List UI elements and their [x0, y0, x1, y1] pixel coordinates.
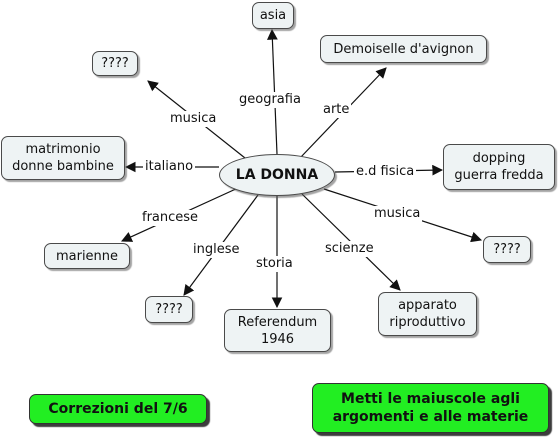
node-demoiselle[interactable]: Demoiselle d'avignon [320, 35, 487, 63]
node-marienne[interactable]: marienne [44, 243, 130, 269]
note-correzioni[interactable]: Correzioni del 7/6 [29, 394, 207, 424]
link-label-geografia: geografia [237, 92, 303, 108]
node-apparato[interactable]: apparato riproduttivo [378, 292, 477, 336]
link-label-inglese: inglese [191, 242, 242, 258]
link-label-arte: arte [321, 102, 352, 118]
link-label-francese: francese [140, 210, 201, 226]
link-label-ed-fisica: e.d fisica [354, 164, 417, 180]
link-label-musica-right: musica [372, 206, 423, 222]
node-asia[interactable]: asia [252, 2, 294, 29]
link-label-italiano: italiano [143, 159, 196, 175]
note-maiuscole[interactable]: Metti le maiuscole agli argomenti e alle… [312, 383, 549, 433]
node-qmark-top[interactable]: ???? [92, 51, 138, 76]
link-label-scienze: scienze [323, 241, 376, 257]
node-qmark-right[interactable]: ???? [483, 236, 531, 263]
node-referendum[interactable]: Referendum 1946 [224, 309, 331, 352]
node-matrimonio[interactable]: matrimonio donne bambine [1, 136, 125, 180]
link-label-storia: storia [254, 256, 295, 272]
central-concept[interactable]: LA DONNA [219, 154, 335, 196]
node-dopping[interactable]: dopping guerra fredda [443, 144, 555, 190]
node-qmark-bottom[interactable]: ???? [145, 296, 193, 323]
link-label-musica-top: musica [168, 111, 219, 127]
